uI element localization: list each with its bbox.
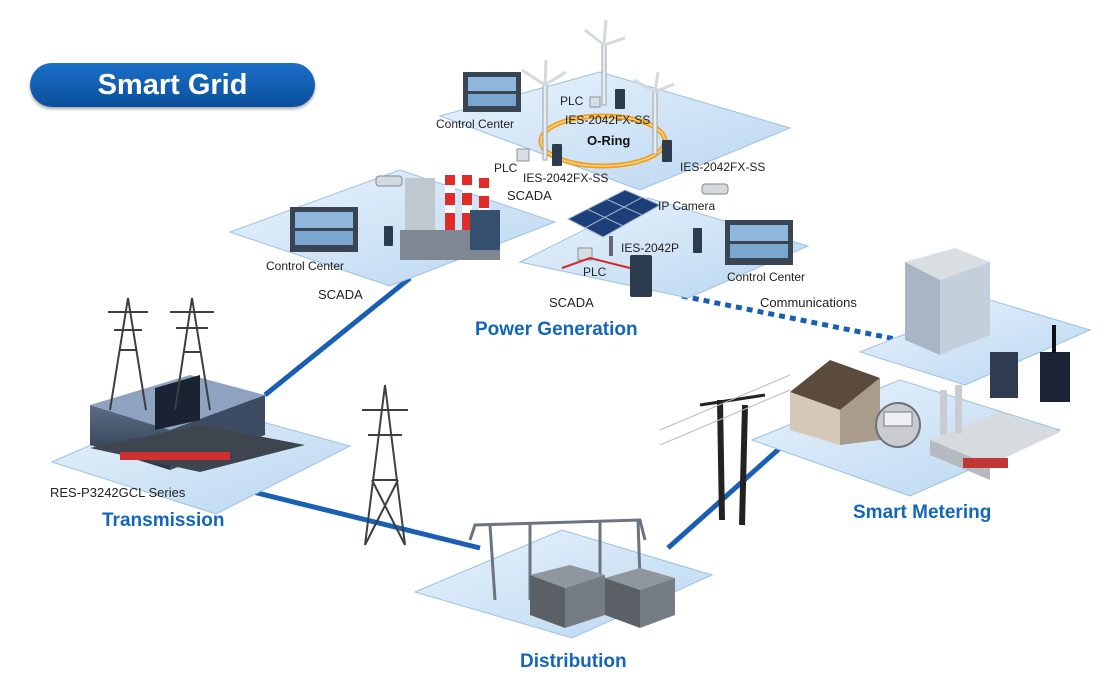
label-ies-top: IES-2042FX-SS — [565, 113, 651, 127]
label-ies-right: IES-2042FX-SS — [680, 160, 766, 174]
label-scada-left: SCADA — [318, 287, 363, 302]
label-scada-top: SCADA — [507, 188, 552, 203]
label-plc-solar: PLC — [583, 265, 607, 279]
label-ies-2042p: IES-2042P — [621, 241, 680, 255]
label-control-center-right: Control Center — [727, 270, 806, 284]
label-plc-mid: PLC — [494, 161, 518, 175]
utility-pole-icon — [659, 374, 791, 526]
section-power-generation: Power Generation — [475, 319, 638, 340]
factory-icon — [930, 385, 1060, 480]
label-control-center-left: Control Center — [266, 259, 345, 273]
power-plant-icon — [400, 175, 500, 260]
solar-panel-icon — [566, 189, 662, 256]
communication-device-icon — [990, 325, 1070, 402]
section-transmission: Transmission — [102, 510, 225, 531]
substation-icon — [468, 518, 675, 628]
label-control-center-top: Control Center — [436, 117, 515, 131]
red-cable — [561, 256, 631, 269]
section-smart-metering: Smart Metering — [853, 502, 992, 523]
data-center-icon — [90, 375, 305, 472]
page-title: Smart Grid — [30, 63, 315, 107]
label-communications: Communications — [760, 295, 857, 310]
ip-camera-icon — [375, 175, 729, 195]
link-generation-transmission — [263, 276, 412, 397]
transmission-tower-icon — [108, 297, 408, 546]
office-building-icon — [905, 248, 990, 355]
label-plc-top: PLC — [560, 94, 584, 108]
smart-meter-icon — [875, 402, 921, 448]
label-ies-left: IES-2042FX-SS — [523, 171, 609, 185]
label-o-ring: O-Ring — [587, 133, 631, 148]
label-scada-right: SCADA — [549, 295, 594, 310]
label-res-series: RES-P3242GCL Series — [50, 485, 186, 500]
wind-turbine-icon — [521, 19, 675, 161]
section-distribution: Distribution — [520, 651, 627, 672]
link-transmission-distribution — [244, 487, 481, 551]
house-icon — [790, 360, 880, 445]
control-center-icon — [290, 72, 793, 265]
label-ip-camera: IP Camera — [658, 199, 716, 213]
ies-switch-icon — [384, 89, 702, 297]
link-communications — [681, 293, 901, 343]
